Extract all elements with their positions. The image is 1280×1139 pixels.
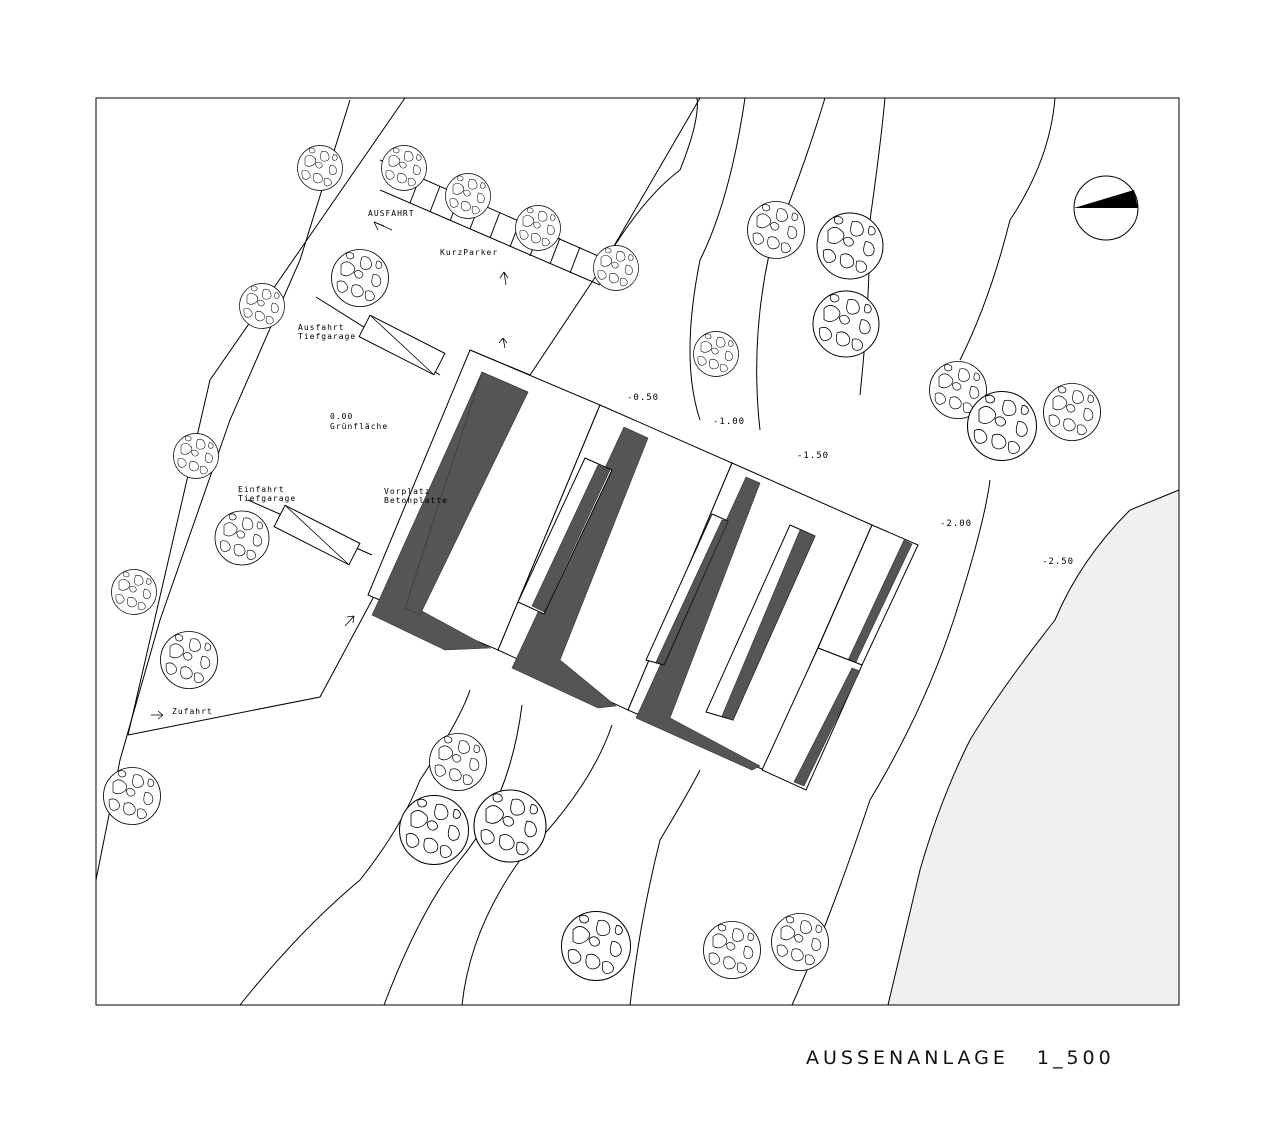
tree-icon (297, 145, 343, 191)
tree-icon (239, 283, 285, 329)
tree-icon (429, 733, 487, 791)
tree-icon (173, 433, 219, 479)
building-block-3 (627, 462, 873, 771)
tree-icon (103, 767, 161, 825)
contour-line (689, 97, 746, 421)
direction-arrow-icon (151, 710, 164, 720)
contour-line (629, 769, 701, 1006)
tree-icon (398, 794, 470, 866)
tree-icon (111, 569, 157, 615)
label-vorplatz: Vorplatz (384, 487, 431, 496)
contour-line (791, 479, 991, 1006)
direction-arrow-icon (344, 615, 355, 627)
level-label: -1.00 (713, 417, 745, 427)
building-block-1 (367, 349, 601, 651)
tree-icon (593, 245, 639, 291)
direction-arrow-icon (373, 221, 393, 231)
direction-arrow-icon (498, 337, 508, 349)
tree-icon (703, 921, 761, 979)
water-area (887, 489, 1180, 1006)
drawing-name: AUSSENANLAGE (806, 1047, 1009, 1069)
drawing-title: AUSSENANLAGE 1_500 (806, 1047, 1115, 1069)
tree-icon (693, 331, 739, 377)
tree-icon (560, 910, 632, 982)
label-ausfahrt-tg-2: Tiefgarage (298, 332, 356, 341)
tree-icon (160, 631, 218, 689)
label-ausfahrt-tg: Ausfahrt (298, 323, 345, 332)
tree-icon (747, 201, 805, 259)
garage-ramp-entry (273, 504, 361, 566)
level-label: -1.50 (797, 451, 829, 461)
level-label: -0.50 (627, 393, 659, 403)
tree-icon (473, 789, 547, 863)
road-edge-west (95, 99, 351, 881)
level-label: -2.00 (940, 519, 972, 529)
label-vorplatz-2: Betonplatte (384, 496, 448, 505)
contour-line (383, 704, 523, 1006)
label-ausfahrt: AUSFAHRT (368, 209, 415, 218)
building-block-2 (497, 404, 733, 711)
parking-slope (469, 97, 701, 376)
building-block-4 (761, 524, 919, 791)
tree-icon (966, 390, 1038, 462)
label-einfahrt-tg-2: Tiefgarage (238, 494, 296, 503)
tree-icon (771, 913, 829, 971)
garage-ramp-exit (358, 314, 446, 376)
tree-icon (331, 249, 389, 307)
contour-line (599, 97, 698, 271)
drawing-scale: 1_500 (1036, 1047, 1115, 1069)
contour-line (756, 97, 826, 431)
tree-icon (214, 510, 270, 566)
label-gruenflaeche: Grünfläche (330, 422, 388, 431)
direction-arrow-icon (499, 271, 509, 286)
label-kurzparker: KurzParker (440, 248, 498, 257)
contour-line (959, 97, 1056, 361)
tree-icon (816, 212, 884, 280)
tree-icon (445, 173, 491, 219)
contour-line (239, 689, 471, 1006)
north-arrow-icon (1073, 175, 1139, 241)
tree-icon (515, 205, 561, 251)
tree-icon (381, 145, 427, 191)
level-label: -2.50 (1042, 557, 1074, 567)
tree-icon (1043, 383, 1101, 441)
label-zufahrt: Zufahrt (172, 707, 213, 716)
label-level-000: 0.00 (330, 412, 353, 421)
tree-icon (812, 290, 880, 358)
label-einfahrt-tg: Einfahrt (238, 485, 285, 494)
